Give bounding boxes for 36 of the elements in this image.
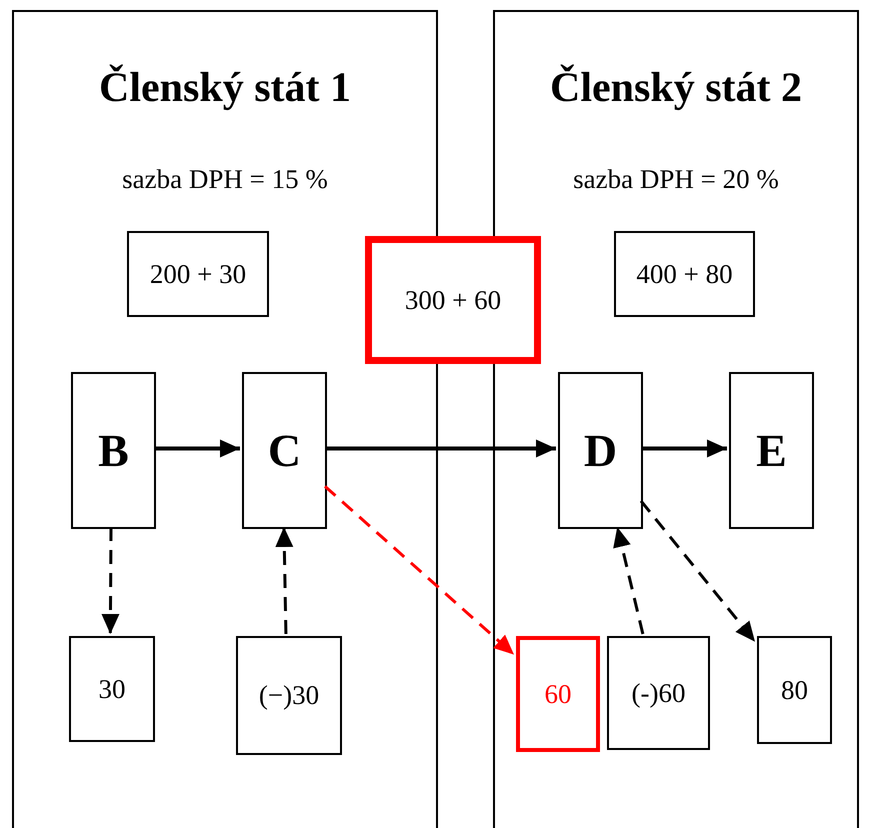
dashed-arrow — [275, 526, 294, 634]
value-box — [516, 636, 600, 752]
amount-label: 80 — [781, 674, 808, 706]
arrow — [641, 440, 727, 458]
dashed-arrow — [101, 526, 120, 634]
arrow — [154, 440, 240, 458]
value-box — [69, 636, 155, 742]
amount-label: 60 — [544, 678, 572, 710]
dashed-arrow — [613, 526, 644, 634]
value-box — [757, 636, 832, 744]
amount-label: 200 + 30 — [150, 258, 246, 290]
value-box — [365, 236, 541, 364]
value-box — [614, 231, 755, 317]
dashed-arrow — [640, 500, 756, 643]
party-letter: E — [756, 424, 787, 477]
party-box — [71, 372, 156, 529]
amount-label: 30 — [98, 674, 126, 704]
panel-title: Členský stát 2 — [548, 64, 804, 112]
vat-rate-label: sazba DPH = 20 % — [572, 164, 780, 195]
value-box — [127, 231, 269, 317]
amount-label: 400 + 80 — [636, 258, 733, 290]
party-box — [242, 372, 327, 529]
party-box — [558, 372, 643, 529]
party-box — [729, 372, 814, 529]
party-letter: B — [98, 424, 129, 477]
party-letter: C — [268, 424, 302, 477]
amount-label: (-)60 — [632, 678, 686, 708]
dashed-arrow — [324, 485, 515, 656]
value-box — [236, 636, 342, 755]
amount-label: 300 + 60 — [404, 284, 502, 316]
panel-title: Členský stát 1 — [98, 64, 352, 112]
amount-label: (−)30 — [258, 680, 320, 711]
value-box — [607, 636, 710, 750]
arrow — [325, 440, 556, 458]
vat-rate-label: sazba DPH = 15 % — [121, 164, 329, 195]
party-letter: D — [584, 424, 618, 477]
